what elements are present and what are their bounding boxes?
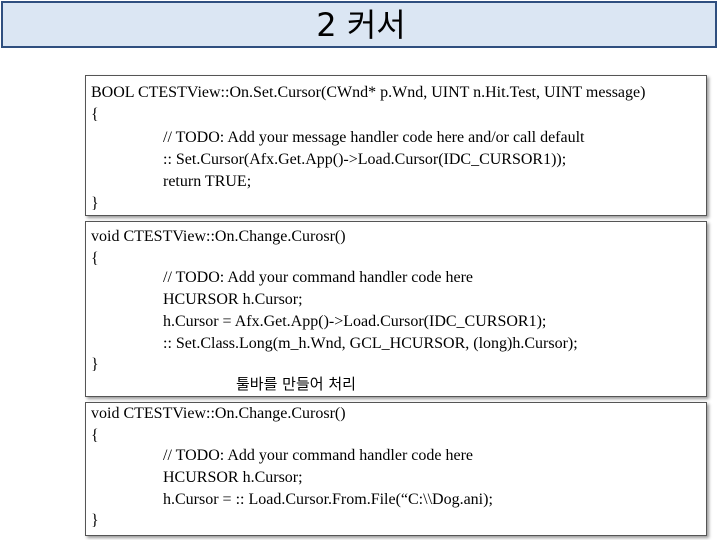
code-line: h.Cursor = Afx.Get.App()->Load.Cursor(ID…: [163, 313, 547, 330]
code-line: }: [91, 356, 99, 373]
code-line: BOOL CTESTView::On.Set.Cursor(CWnd* p.Wn…: [91, 84, 646, 101]
code-line: {: [91, 427, 99, 444]
code-line: // TODO: Add your command handler code h…: [163, 269, 473, 286]
code-line: :: Set.Cursor(Afx.Get.App()->Load.Cursor…: [163, 151, 567, 168]
code-line: }: [91, 195, 99, 212]
toolbar-note: 툴바를 만들어 처리: [236, 375, 356, 393]
code-line: void CTESTView::On.Change.Curosr(): [91, 228, 346, 245]
code-line: // TODO: Add your command handler code h…: [163, 447, 473, 464]
code-line: h.Cursor = :: Load.Cursor.From.File(“C:\…: [163, 491, 493, 508]
code-line: :: Set.Class.Long(m_h.Wnd, GCL_HCURSOR, …: [163, 335, 578, 352]
code-block-load-cursor-from-file: void CTESTView::On.Change.Curosr() { // …: [85, 402, 707, 536]
code-line: // TODO: Add your message handler code h…: [163, 129, 585, 146]
code-line: return TRUE;: [163, 173, 252, 190]
code-block-on-change-cursor: void CTESTView::On.Change.Curosr() { // …: [85, 221, 707, 397]
code-line: HCURSOR h.Cursor;: [163, 291, 303, 308]
title-bar: 2 커서: [1, 1, 717, 48]
slide-title: 2 커서: [316, 6, 406, 44]
code-line: }: [91, 512, 99, 529]
code-line: {: [91, 250, 99, 267]
code-line: {: [91, 106, 99, 123]
code-block-on-set-cursor: BOOL CTESTView::On.Set.Cursor(CWnd* p.Wn…: [85, 75, 707, 216]
code-line: void CTESTView::On.Change.Curosr(): [91, 405, 346, 422]
code-line: HCURSOR h.Cursor;: [163, 469, 303, 486]
